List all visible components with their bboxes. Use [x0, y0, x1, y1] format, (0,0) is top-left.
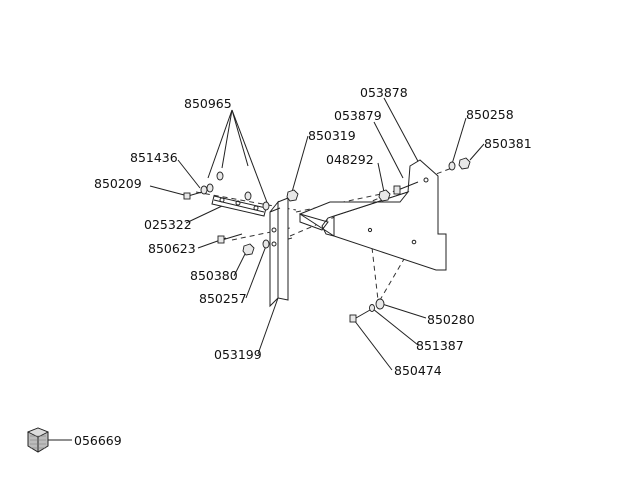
label-851387: 851387: [416, 338, 464, 353]
nut-850381-icon: [458, 157, 471, 170]
label-850965: 850965: [184, 96, 232, 111]
bolt-850209-icon: [183, 191, 203, 200]
label-025322: 025322: [144, 217, 192, 232]
part-labels: 850965 851436 850209 025322 850623 85038…: [74, 85, 532, 448]
washer-icon: [262, 201, 270, 211]
label-053879: 053879: [334, 108, 382, 123]
bracket-053878: [298, 159, 447, 271]
lock-washer-851387-icon: [369, 304, 375, 312]
label-851436: 851436: [130, 150, 178, 165]
label-850280: 850280: [427, 312, 475, 327]
washer-850257-icon: [262, 239, 270, 249]
washer-icon: [206, 183, 214, 193]
label-850380: 850380: [190, 268, 238, 283]
washer-icon: [216, 171, 224, 181]
label-850258: 850258: [466, 107, 514, 122]
washer-icon: [200, 185, 208, 195]
label-850381: 850381: [484, 136, 532, 151]
bolt-850474-icon: [349, 309, 371, 323]
bolt-850623-icon: [217, 233, 243, 244]
washer-850258-icon: [448, 161, 456, 171]
label-850623: 850623: [148, 241, 196, 256]
label-053878: 053878: [360, 85, 408, 100]
washer-850280-icon: [375, 298, 385, 310]
nut-850380-icon: [242, 243, 255, 256]
label-850319: 850319: [308, 128, 356, 143]
label-053199: 053199: [214, 347, 262, 362]
nut-850319-icon: [286, 189, 299, 202]
bolt-053879-icon: [393, 181, 419, 195]
kit-package-icon: [27, 427, 49, 453]
nut-048292-icon: [378, 189, 391, 202]
leader-lines: [48, 97, 485, 441]
hardware: [183, 157, 471, 323]
label-850209: 850209: [94, 176, 142, 191]
link-plate-025322: [211, 195, 267, 217]
label-048292: 048292: [326, 152, 374, 167]
label-850257: 850257: [199, 291, 247, 306]
washer-icon: [244, 191, 252, 201]
label-850474: 850474: [394, 363, 442, 378]
label-056669: 056669: [74, 433, 122, 448]
vertical-bar-053199: [269, 197, 289, 308]
